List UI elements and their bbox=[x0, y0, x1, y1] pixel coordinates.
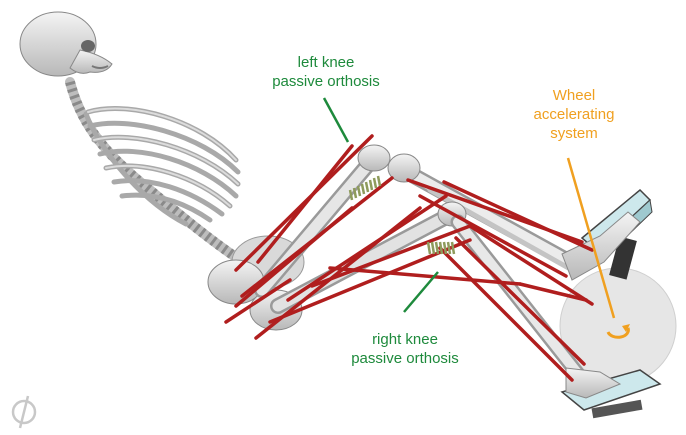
left-knee-leader-line bbox=[324, 98, 348, 142]
label-line: right knee bbox=[330, 330, 480, 349]
label-line: left knee bbox=[258, 53, 394, 72]
right-knee-leader-line bbox=[404, 272, 438, 312]
left-knee-orthosis-label: left knee passive orthosis bbox=[258, 53, 394, 91]
right-knee-orthosis-label: right knee passive orthosis bbox=[330, 330, 480, 368]
label-line: Wheel bbox=[520, 86, 628, 105]
right-knee-orthosis-spring bbox=[428, 242, 454, 254]
opensim-logo-icon bbox=[13, 396, 35, 428]
label-line: system bbox=[520, 124, 628, 143]
label-line: passive orthosis bbox=[258, 72, 394, 91]
label-line: accelerating bbox=[520, 105, 628, 124]
wheel-accelerating-system-label: Wheel accelerating system bbox=[520, 86, 628, 143]
label-line: passive orthosis bbox=[330, 349, 480, 368]
skull bbox=[20, 12, 112, 76]
